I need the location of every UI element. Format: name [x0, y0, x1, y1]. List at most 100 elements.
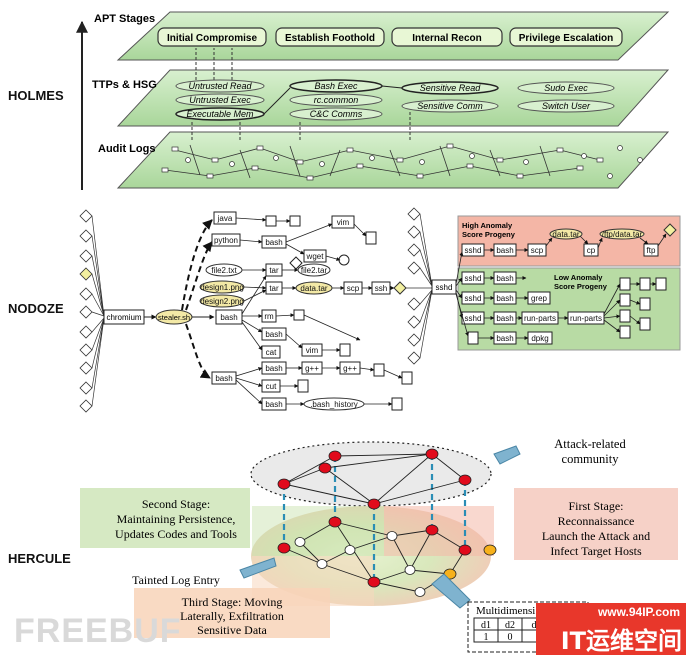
low-anomaly-title-1: Low Anomaly: [554, 273, 603, 282]
stage-privilege-escalation: Privilege Escalation: [519, 33, 614, 44]
node-gpp-label-2: g++: [343, 364, 357, 373]
lo-runparts-label-1: run-parts: [524, 314, 556, 323]
ttp-bash-exec: Bash Exec: [314, 81, 358, 91]
second-stage-line3: Updates Codes and Tools: [115, 527, 237, 541]
callout-arrow-multidim: [431, 573, 471, 609]
attack-community-ellipse: [250, 441, 492, 507]
node-design2-label: design2.png: [200, 297, 244, 306]
hercule-diagram: Attack-related community Second Stage: M…: [80, 437, 678, 653]
nodoze-panel: NODOZE chromium stealer.sh java: [0, 202, 690, 418]
multidim-cell-d2: d2: [505, 620, 515, 631]
hi-datatar-label: data.tar: [552, 230, 579, 239]
multidim-title: Multidimensi: [476, 605, 535, 617]
node-java-label: java: [217, 214, 233, 223]
node-python-label: python: [214, 236, 238, 245]
lo-runparts-label-2: run-parts: [570, 314, 602, 323]
node-scp-label: scp: [347, 284, 360, 293]
stage-initial-compromise: Initial Compromise: [167, 33, 257, 44]
node-wget-label: wget: [306, 252, 325, 261]
apt-stage-boxes: Initial Compromise Establish Foothold In…: [157, 27, 623, 47]
node-bash-bottom-label: bash: [215, 374, 232, 383]
third-stage-box: [134, 588, 330, 638]
second-stage-box: [80, 488, 250, 548]
first-stage-box: [514, 488, 678, 560]
stage-box: [275, 27, 385, 47]
ttp-sensitive-comm: Sensitive Comm: [417, 101, 483, 111]
lo-grep-label: grep: [531, 294, 548, 303]
low-anomaly-title-2: Score Progeny: [554, 282, 608, 291]
second-stage-line2: Maintaining Persistence,: [117, 512, 236, 526]
node-bash-label-4: bash: [265, 400, 282, 409]
ttp-cc-comms: C&C Comms: [310, 109, 363, 119]
node-file2txt-label: file2.txt: [211, 266, 237, 275]
ttp-sudo-exec: Sudo Exec: [544, 83, 588, 93]
lo-bash-label-2: bash: [496, 294, 513, 303]
node-bash-label-2: bash: [265, 330, 282, 339]
audit-layer: [116, 131, 670, 189]
holmes-label: HOLMES: [8, 88, 64, 103]
node-gpp-label-1: g++: [305, 364, 319, 373]
third-stage-line3: Sensitive Data: [197, 623, 267, 637]
ttp-untrusted-read: Untrusted Read: [188, 81, 252, 91]
lo-sshd-label-3: sshd: [465, 314, 482, 323]
node-vim-label-2: vim: [306, 346, 319, 355]
right-diamond-sources: [407, 207, 421, 365]
holmes-diagram: APT Stages TTPs & HSG Audit Logs Initial…: [76, 11, 670, 190]
lo-bash-label-3: bash: [496, 314, 513, 323]
node-bash-label-3: bash: [265, 364, 282, 373]
left-diamond-sources: [79, 209, 93, 413]
brand-name: IT运维空间: [560, 627, 682, 655]
brand-url: www.94IP.com: [597, 605, 680, 619]
audit-layer-label: Audit Logs: [98, 143, 155, 155]
multidim-cell-d: d: [532, 620, 537, 631]
ttp-rc-common: rc.common: [314, 95, 359, 105]
node-file2tar-label: file2.tar: [301, 266, 328, 275]
first-stage-line4: Infect Target Hosts: [550, 544, 642, 558]
brand-badge: www.94IP.com IT运维空间: [536, 603, 686, 655]
ttp-untrusted-exec: Untrusted Exec: [189, 95, 251, 105]
node-rm-label: rm: [264, 312, 274, 321]
node-chromium-label: chromium: [106, 313, 141, 322]
first-stage-line1: First Stage:: [568, 499, 623, 513]
tainted-log-entry-label: Tainted Log Entry: [132, 573, 220, 587]
multidim-cell-0: 0: [508, 632, 513, 643]
high-anomaly-title-2: Score Progeny: [462, 230, 516, 239]
stage-internal-recon: Internal Recon: [412, 33, 481, 44]
ttp-executable-mem: Executable Mem: [186, 109, 254, 119]
node-datatar-label: data.tar: [300, 284, 327, 293]
node-bash-label: bash: [265, 238, 282, 247]
attack-community-label-2: community: [562, 452, 620, 466]
third-stage-line2: Laterally, Exfiltration: [180, 609, 284, 623]
hi-bash-label: bash: [496, 246, 513, 255]
stage-establish-foothold: Establish Foothold: [285, 33, 375, 44]
hercule-label: HERCULE: [8, 551, 71, 566]
lo-sshd-label-2: sshd: [465, 294, 482, 303]
stage-box: [391, 27, 503, 47]
ttp-nodes: Untrusted Read Untrusted Exec Executable…: [175, 79, 615, 121]
stage-box: [157, 27, 267, 47]
apt-layer-label: APT Stages: [94, 13, 155, 25]
nodoze-label: NODOZE: [8, 301, 64, 316]
third-stage-line1: Third Stage: Moving: [182, 595, 283, 609]
node-cut-label: cut: [266, 382, 277, 391]
node-sshd: [431, 279, 457, 295]
node-vim-label: vim: [337, 218, 350, 227]
first-stage-line2: Reconnaissance: [558, 514, 635, 528]
lo-sshd-label-1: sshd: [465, 274, 482, 283]
node-bash-main-label: bash: [220, 313, 237, 322]
high-anomaly-title-1: High Anomaly: [462, 221, 513, 230]
node-tar-label-1: tar: [269, 266, 279, 275]
multidim-cell-d1: d1: [481, 620, 491, 631]
lo-dpkg-label: dpkg: [531, 334, 548, 343]
node-tar-label-2: tar: [269, 284, 279, 293]
attack-community-label-1: Attack-related: [554, 437, 626, 451]
node-cat-label: cat: [266, 348, 277, 357]
community-nodes: [277, 448, 497, 597]
stage-box: [509, 27, 623, 47]
node-design1-label: design1.png: [200, 283, 244, 292]
hi-ftp-label: ftp: [647, 246, 656, 255]
hercule-panel: HERCULE: [0, 424, 690, 659]
lo-bash-label-1: bash: [496, 274, 513, 283]
ttp-sensitive-read: Sensitive Read: [420, 83, 482, 93]
first-stage-line3: Launch the Attack and: [542, 529, 650, 543]
